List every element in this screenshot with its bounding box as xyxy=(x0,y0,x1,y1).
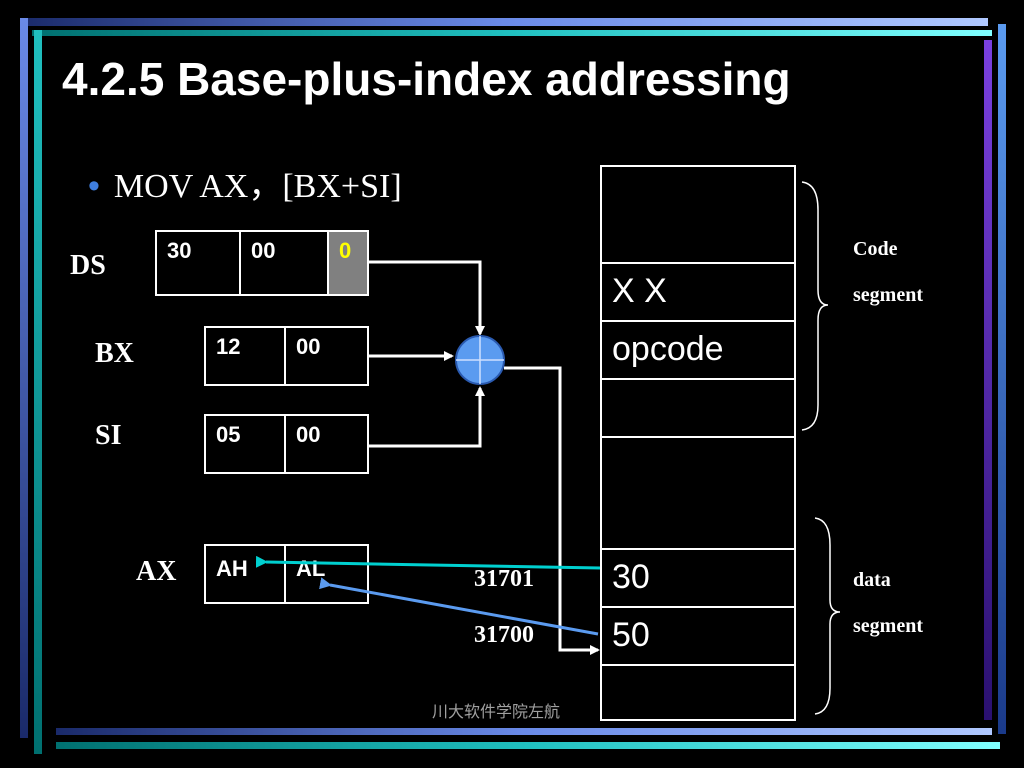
code-segment-brace xyxy=(801,181,829,431)
instruction-text: MOV AX，[BX+SI] xyxy=(113,168,402,205)
memory-row-empty xyxy=(602,436,794,548)
si-register: 05 00 xyxy=(204,414,369,474)
code-segment-line1: Code xyxy=(853,238,898,260)
memory-column: X X opcode 30 50 xyxy=(600,165,796,721)
data-segment-label: data segment xyxy=(853,557,923,649)
ax-label: AX xyxy=(136,556,177,587)
memory-row-xx: X X xyxy=(602,262,794,320)
memory-row-31700: 50 xyxy=(602,606,794,664)
adder-circle-icon xyxy=(455,335,505,385)
slide-title: 4.2.5 Base-plus-index addressing xyxy=(62,53,791,105)
data-segment-line2: segment xyxy=(853,615,923,637)
bullet-dot-icon: • xyxy=(88,167,100,205)
code-segment-label: Code segment xyxy=(853,226,923,318)
ds-cell-low: 00 xyxy=(241,232,329,294)
ax-cell-ah: AH xyxy=(206,546,286,602)
memory-row-31701: 30 xyxy=(602,548,794,606)
frame-top-bar-teal xyxy=(32,30,992,36)
ds-cell-high: 30 xyxy=(157,232,241,294)
mem-31700-to-al-arrow xyxy=(319,577,599,636)
data-segment-brace xyxy=(814,517,841,715)
ax-cell-al: AL xyxy=(296,556,326,581)
address-31701: 31701 xyxy=(474,566,534,592)
si-to-adder-arrow xyxy=(369,386,485,448)
memory-row-empty xyxy=(602,378,794,436)
bx-label: BX xyxy=(95,338,134,369)
frame-left-bar-teal xyxy=(34,30,42,754)
si-cell-low: 00 xyxy=(296,422,321,447)
si-cell-high: 05 xyxy=(206,416,286,472)
code-segment-line2: segment xyxy=(853,284,923,306)
ds-cell-shift: 0 xyxy=(329,232,367,294)
footer-credit: 川大软件学院左航 xyxy=(432,702,561,721)
ax-register: AH AL xyxy=(204,544,369,604)
adder-to-memory-arrow xyxy=(504,366,600,655)
ds-register: 30 00 0 xyxy=(155,230,369,296)
memory-row-empty xyxy=(602,664,794,719)
frame-top-bar xyxy=(20,18,988,26)
address-31700: 31700 xyxy=(474,622,534,648)
bx-cell-high: 12 xyxy=(206,328,286,384)
ds-label: DS xyxy=(70,250,106,281)
frame-right-bar-purple xyxy=(984,40,992,720)
frame-left-bar xyxy=(20,18,28,738)
mem-31701-to-ah-arrow xyxy=(255,555,601,570)
bullet-instruction: • MOV AX，[BX+SI] xyxy=(88,158,402,207)
bx-cell-low: 00 xyxy=(296,334,321,359)
ds-to-adder-arrow xyxy=(369,260,485,336)
frame-bottom-bar xyxy=(56,728,992,735)
si-label: SI xyxy=(95,420,122,451)
frame-right-bar-blue xyxy=(998,24,1006,734)
frame-bottom-bar-teal xyxy=(56,742,1000,749)
bx-register: 12 00 xyxy=(204,326,369,386)
data-segment-line1: data xyxy=(853,569,891,591)
memory-row-opcode: opcode xyxy=(602,320,794,378)
